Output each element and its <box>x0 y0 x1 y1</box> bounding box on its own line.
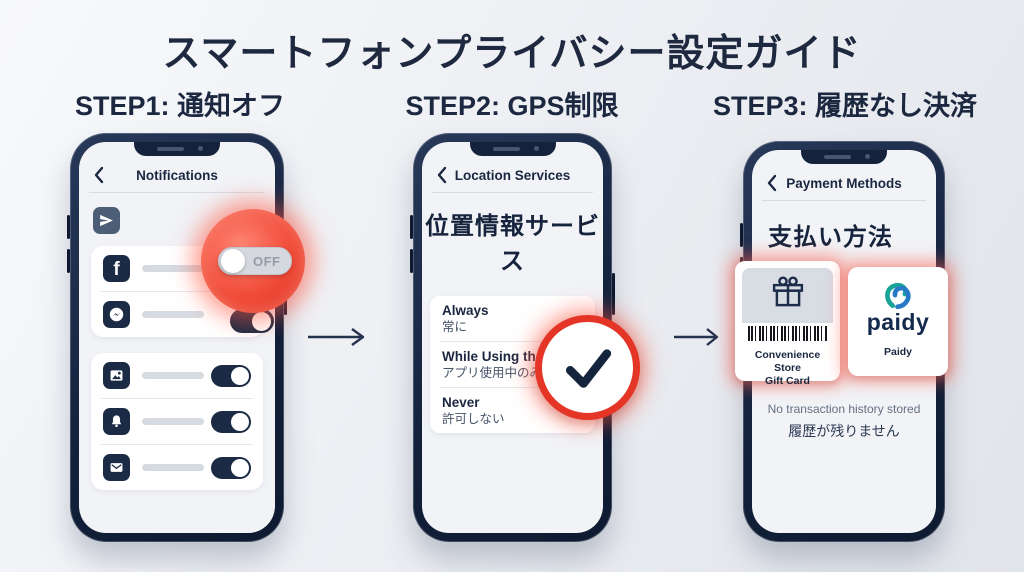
note-japanese: 履歴が残りません <box>788 423 900 439</box>
paidy-label: Paidy <box>883 346 912 358</box>
page-title: スマートフォンプライバシー設定ガイド <box>162 33 862 75</box>
divider <box>762 200 926 201</box>
gift-card-label: Convenience Store Gift Card <box>754 349 821 387</box>
step3-label: STEP3: 履歴なし決済 <box>712 91 978 121</box>
check-icon <box>565 348 611 388</box>
step2-label: STEP2: GPS制限 <box>405 91 619 121</box>
paidy-option[interactable]: paidy Paidy <box>848 267 948 376</box>
notifications-header: Notifications <box>79 158 275 192</box>
volume-down-button <box>410 249 413 273</box>
option-label-ja: 許可しない <box>442 412 505 426</box>
notch <box>134 142 220 156</box>
arrow-right-icon <box>674 328 719 346</box>
volume-up-button <box>740 223 743 247</box>
back-icon[interactable] <box>436 165 448 185</box>
option-label-ja: 常に <box>442 320 468 334</box>
facebook-toggle-off[interactable]: OFF <box>218 247 292 275</box>
photo-icon <box>103 362 130 389</box>
mail-toggle-on[interactable] <box>211 456 251 479</box>
divider <box>101 291 253 292</box>
messenger-row[interactable] <box>91 292 263 337</box>
option-always[interactable]: Always 常に <box>430 296 595 341</box>
notch <box>469 142 556 156</box>
back-icon[interactable] <box>93 165 105 185</box>
paidy-logo-icon <box>885 282 911 310</box>
notifications-card-system <box>91 353 263 490</box>
bell-icon <box>103 408 130 435</box>
mail-row[interactable] <box>91 445 263 490</box>
speaker-slot <box>492 147 520 151</box>
divider <box>432 192 593 193</box>
divider <box>101 398 253 399</box>
gift-card-graphic <box>742 268 833 344</box>
photos-row[interactable] <box>91 353 263 398</box>
gift-icon <box>772 276 803 307</box>
barcode <box>742 323 833 344</box>
paidy-wordmark: paidy <box>866 309 930 335</box>
phone-location: Location Services 位置情報サービス Always 常に Whi… <box>410 133 615 542</box>
option-label-en: Always <box>442 303 489 318</box>
option-label-en: Never <box>442 395 480 410</box>
facebook-row[interactable]: f <box>91 246 263 291</box>
camera-dot <box>533 146 539 151</box>
messenger-toggle-on[interactable] <box>230 309 274 333</box>
option-label-ja: アプリ使用中のみ <box>442 366 543 380</box>
divider <box>440 387 585 388</box>
payment-heading-ja: 支払い方法 <box>768 224 893 251</box>
check-highlight-circle <box>535 315 640 420</box>
notch <box>801 150 887 164</box>
notifications-screen: Notifications f <box>79 142 275 533</box>
alerts-toggle-on[interactable] <box>211 410 251 433</box>
screen-title: Location Services <box>454 167 571 183</box>
location-screen: Location Services 位置情報サービス Always 常に Whi… <box>422 142 603 533</box>
photos-toggle-on[interactable] <box>211 364 251 387</box>
screen-title: Payment Methods <box>786 175 902 191</box>
divider <box>89 192 265 193</box>
label-placeholder-bar <box>142 464 204 471</box>
option-never[interactable]: Never 許可しない <box>430 388 595 433</box>
speaker-slot <box>157 147 184 151</box>
send-icon <box>93 207 120 234</box>
location-header: Location Services <box>422 158 603 192</box>
volume-up-button <box>410 215 413 239</box>
screen-title: Notifications <box>136 167 218 183</box>
label-placeholder-bar <box>142 418 204 425</box>
toggle-knob <box>221 249 245 273</box>
volume-up-button <box>67 215 70 239</box>
off-label: OFF <box>253 253 281 269</box>
arrow-right-icon <box>308 328 365 346</box>
volume-down-button <box>67 249 70 273</box>
alerts-row[interactable] <box>91 399 263 444</box>
camera-dot <box>198 146 203 151</box>
send-app-row[interactable] <box>93 207 275 234</box>
power-button <box>612 273 615 315</box>
step1-label: STEP1: 通知オフ <box>74 91 286 121</box>
messenger-icon <box>103 301 130 328</box>
phone-notifications: Notifications f <box>67 133 287 542</box>
note-english: No transaction history stored <box>767 402 921 416</box>
label-placeholder-bar <box>142 372 204 379</box>
label-placeholder-bar <box>142 311 204 318</box>
divider <box>101 444 253 445</box>
back-icon[interactable] <box>766 173 778 193</box>
camera-dot <box>865 154 870 159</box>
gift-card-option[interactable]: Convenience Store Gift Card <box>735 261 840 387</box>
payment-header: Payment Methods <box>752 166 936 200</box>
mail-icon <box>103 454 130 481</box>
facebook-icon: f <box>103 255 130 282</box>
speaker-slot <box>824 155 851 159</box>
divider <box>440 341 585 342</box>
location-heading-ja: 位置情報サービス <box>425 213 600 275</box>
label-placeholder-bar <box>142 265 204 272</box>
